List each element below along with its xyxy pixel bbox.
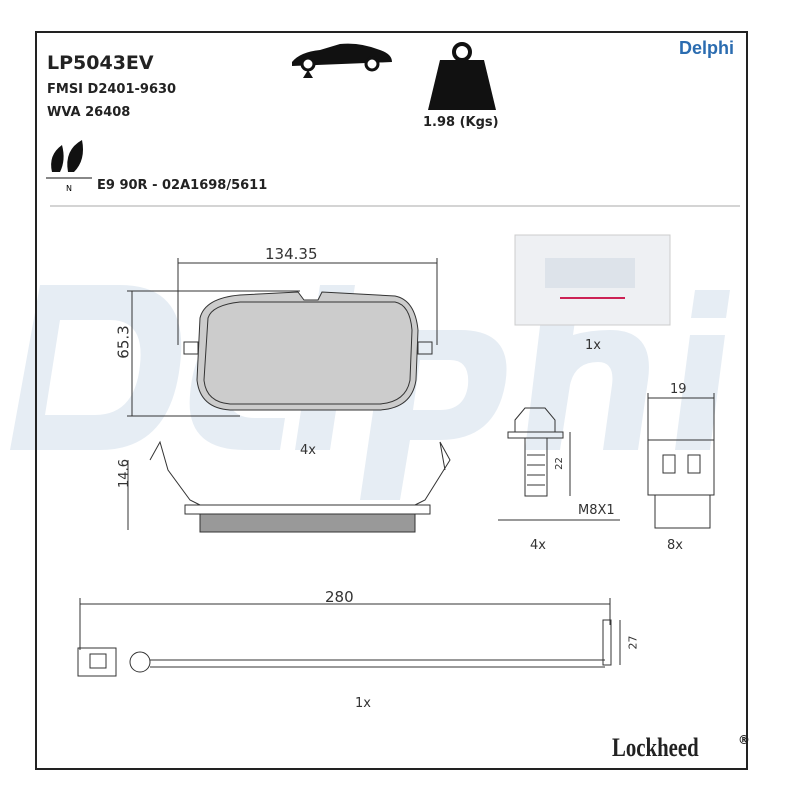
part-number: LP5043EV [47, 52, 154, 74]
bolt-drawing [498, 407, 620, 521]
brake-pad-drawing [127, 258, 451, 533]
grease-sachet [514, 234, 671, 326]
pad-qty-label: 4x [300, 443, 316, 458]
weight-icon [428, 42, 496, 110]
clip-width-label: 19 [670, 382, 687, 397]
weight-label: 1.98 (Kgs) [423, 115, 499, 130]
pad-width-label: 134.35 [265, 245, 318, 263]
clip-drawing [647, 393, 715, 529]
pad-thickness-label: 14.6 [116, 459, 132, 488]
sensor-length-label: 280 [325, 588, 354, 606]
car-axle-icon [292, 43, 392, 78]
wva-code: WVA 26408 [47, 105, 131, 120]
eco-leaf-icon [46, 140, 92, 179]
pad-height-label: 65.3 [114, 325, 133, 359]
clip-qty-label: 8x [667, 538, 683, 553]
lockheed-logo-text: Lockheed [612, 733, 699, 762]
bolt-thread-label: M8X1 [578, 503, 615, 518]
eco-label: N [66, 184, 72, 193]
bolt-qty-label: 4x [530, 538, 546, 553]
registered-mark: ® [738, 733, 750, 747]
fmsi-code: FMSI D2401-9630 [47, 82, 177, 97]
approval-code: E9 90R - 02A1698/5611 [97, 178, 268, 193]
sensor-qty-label: 1x [355, 696, 371, 711]
delphi-logo: Delphi [679, 38, 735, 58]
frame [35, 31, 748, 770]
bolt-length-label: 22 [553, 457, 565, 470]
wear-sensor-drawing [77, 598, 621, 677]
grease-qty-label: 1x [585, 338, 601, 353]
sensor-height-label: 27 [626, 635, 640, 650]
